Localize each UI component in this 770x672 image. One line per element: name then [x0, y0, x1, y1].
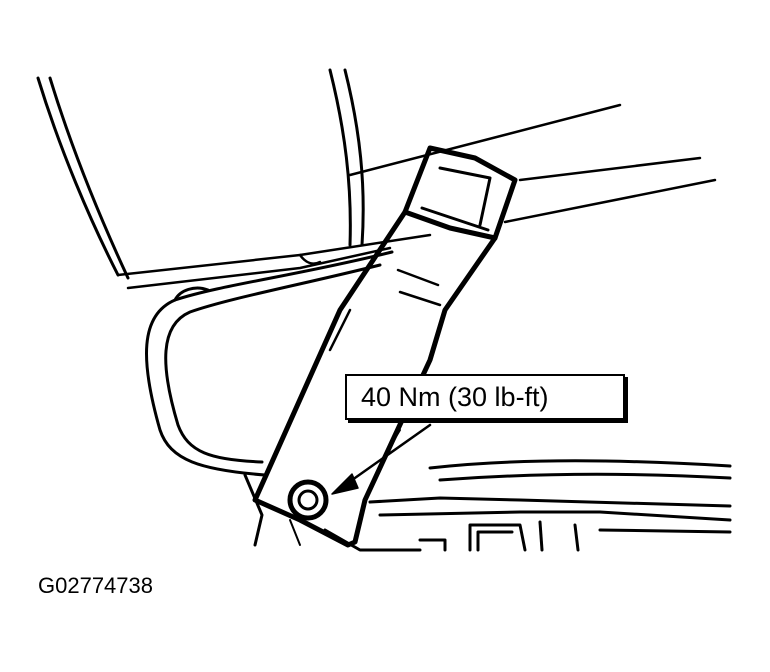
torque-spec-callout: 40 Nm (30 lb-ft)	[345, 374, 625, 420]
figure-id-label: G02774738	[38, 573, 153, 598]
pillar-trim	[36, 68, 365, 280]
seat-frame-lines	[116, 103, 717, 290]
bolt-icon	[287, 479, 329, 546]
belt-webbing-loop	[402, 145, 518, 241]
seat-cushion-panel	[145, 250, 394, 477]
pointer-arrow-icon	[331, 423, 432, 495]
seat-track-hardware	[243, 459, 732, 552]
